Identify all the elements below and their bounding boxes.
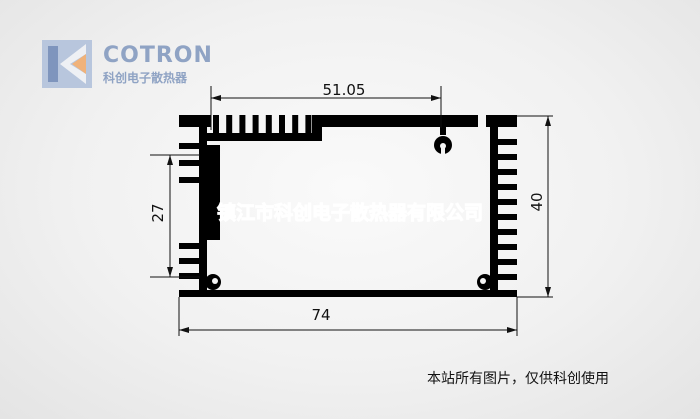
fin [496, 199, 517, 205]
arrowheads [167, 95, 551, 333]
fin [496, 259, 517, 265]
fin [496, 139, 517, 145]
footer-notice: 本站所有图片，仅供科创使用 [427, 371, 609, 387]
fin [252, 115, 259, 135]
fin [179, 143, 201, 149]
dim-total-height: 40 [528, 192, 546, 211]
fin [305, 115, 312, 135]
dim-total-width: 74 [311, 306, 330, 324]
watermark: 镇江市科创电子散热器有限公司 [217, 201, 483, 224]
fin [496, 154, 517, 160]
dim-left-height: 27 [149, 203, 167, 222]
heatsink-profile [179, 115, 517, 297]
fin [179, 177, 201, 183]
logo-brand-cn: 科创电子散热器 [103, 70, 188, 85]
fin [496, 184, 517, 190]
fin [496, 214, 517, 220]
fin [496, 229, 517, 235]
logo-brand-en: COTRON [103, 43, 213, 68]
fin [179, 273, 201, 279]
fin [496, 274, 517, 280]
fin [292, 115, 299, 135]
fin [239, 115, 246, 135]
fin [496, 244, 517, 250]
dimension-lines [150, 86, 553, 336]
logo: COTRON 科创电子散热器 [42, 40, 213, 88]
fin [496, 169, 517, 175]
fin [213, 115, 219, 135]
fin [226, 115, 233, 135]
fin [265, 115, 272, 135]
fin [179, 258, 201, 264]
fin [279, 115, 285, 135]
dim-top-width: 51.05 [323, 81, 366, 99]
fin [179, 160, 201, 166]
fin [179, 243, 201, 249]
